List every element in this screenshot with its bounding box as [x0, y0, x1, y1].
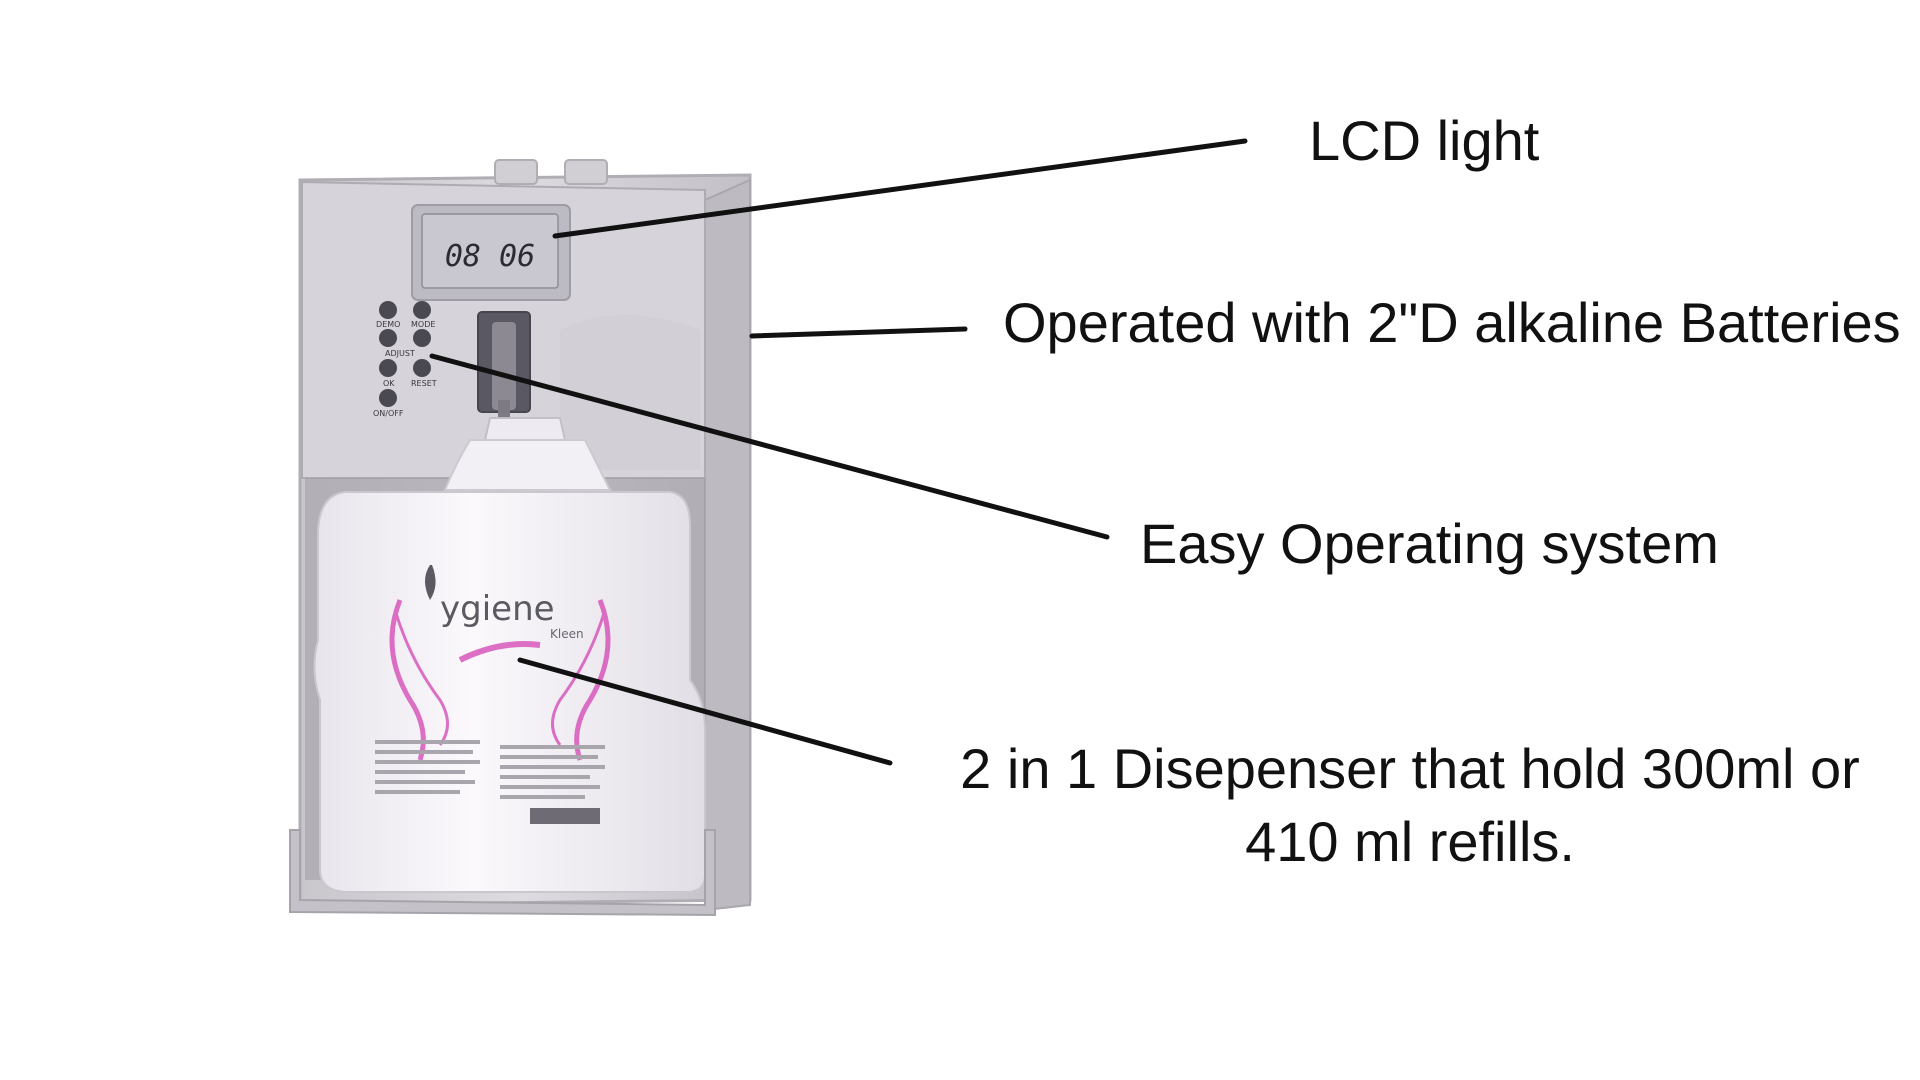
- button-label-demo: DEMO: [376, 320, 400, 329]
- top-clip-left: [494, 159, 538, 185]
- leader-line-batteries: [749, 326, 968, 339]
- control-buttons: [379, 301, 431, 407]
- bottom-tray: [289, 829, 716, 917]
- label-decoration: [389, 599, 611, 761]
- button-label-mode: MODE: [411, 320, 435, 329]
- callout-operating-system: Easy Operating system: [1140, 512, 1719, 575]
- button-label-adjust: ADJUST: [385, 349, 415, 358]
- button-label-onoff: ON/OFF: [373, 409, 404, 418]
- leader-line-dispenser: [517, 657, 893, 766]
- refill-bottle: [313, 491, 706, 893]
- callout-batteries: Operated with 2"D alkaline Batteries: [1003, 291, 1901, 354]
- brand-name: ygiene: [440, 589, 555, 629]
- leader-lines: [429, 138, 1248, 766]
- button-label-reset: RESET: [411, 379, 437, 388]
- brand-subtitle: Kleen: [550, 627, 584, 641]
- bottle-cap: [483, 417, 567, 441]
- callout-lcd-light: LCD light: [1309, 109, 1540, 172]
- label-fine-print: [375, 740, 605, 824]
- lcd-readout: 08 06: [445, 239, 535, 274]
- top-clip-right: [564, 159, 608, 185]
- button-label-ok: OK: [383, 379, 395, 388]
- callout-dispenser: 2 in 1 Disepenser that hold 300ml or 410…: [960, 737, 1860, 873]
- leader-line-lcd: [552, 138, 1248, 239]
- device-side-rail: [704, 178, 751, 912]
- leader-line-operating: [429, 353, 1110, 540]
- lcd-screen: [421, 213, 559, 289]
